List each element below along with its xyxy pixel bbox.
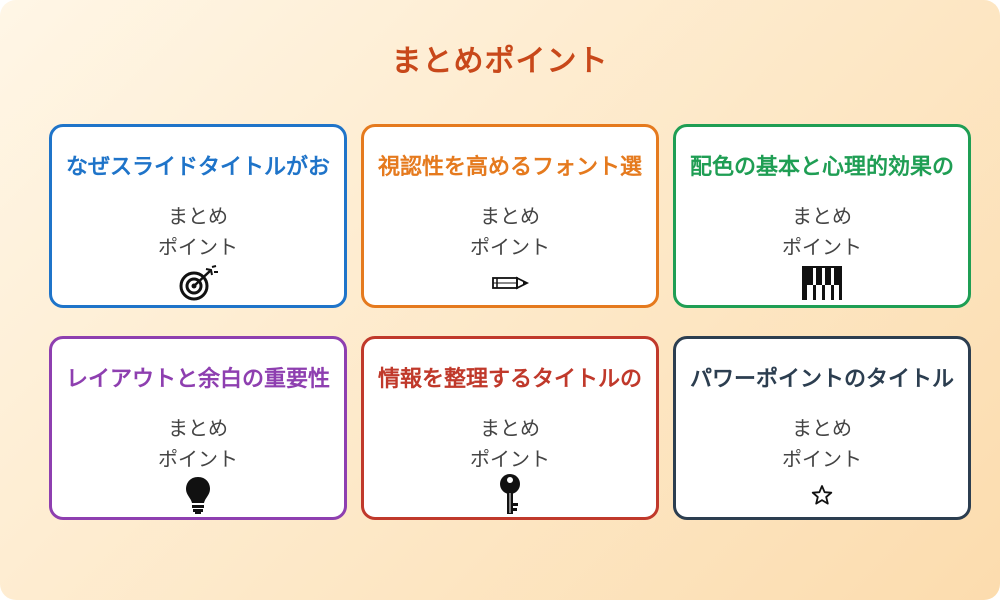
card-body-line: まとめ <box>480 204 540 228</box>
card-heading: パワーポイントのタイトル <box>689 367 954 392</box>
point-card-5[interactable]: 情報を整理するタイトルの まとめ ポイント <box>361 336 659 520</box>
point-card-2[interactable]: 視認性を高めるフォント選 まとめ ポイント <box>361 124 659 308</box>
card-body-line: まとめ <box>168 204 228 228</box>
star-icon <box>676 475 968 515</box>
card-heading: 情報を整理するタイトルの <box>377 367 642 392</box>
card-body-line: ポイント <box>158 235 238 259</box>
card-body-line: ポイント <box>470 447 550 471</box>
card-body-line: まとめ <box>480 416 540 440</box>
card-body-line: まとめ <box>792 416 852 440</box>
slide-title: まとめポイント <box>391 44 609 79</box>
card-heading: 視認性を高めるフォント選 <box>377 155 642 180</box>
card-heading: 配色の基本と心理的効果の <box>689 155 954 180</box>
card-heading: レイアウトと余白の重要性 <box>65 367 330 392</box>
point-card-4[interactable]: レイアウトと余白の重要性 まとめ ポイント <box>49 336 347 520</box>
target-icon <box>52 263 344 303</box>
card-body: まとめ ポイント <box>52 201 344 263</box>
card-body: まとめ ポイント <box>676 201 968 263</box>
piano-icon <box>676 263 968 303</box>
card-body: まとめ ポイント <box>52 413 344 475</box>
card-body-line: まとめ <box>792 204 852 228</box>
card-body-line: ポイント <box>782 235 862 259</box>
card-body-line: ポイント <box>782 447 862 471</box>
card-body-line: ポイント <box>470 235 550 259</box>
key-icon <box>364 474 656 515</box>
card-body: まとめ ポイント <box>364 201 656 263</box>
card-body: まとめ ポイント <box>364 413 656 475</box>
card-body-line: まとめ <box>168 416 228 440</box>
point-card-1[interactable]: なぜスライドタイトルがお まとめ ポイント <box>49 124 347 308</box>
card-body: まとめ ポイント <box>676 413 968 475</box>
lightbulb-icon <box>52 475 344 515</box>
pencil-icon <box>364 263 656 303</box>
card-body-line: ポイント <box>158 447 238 471</box>
point-card-3[interactable]: 配色の基本と心理的効果の まとめ ポイント <box>673 124 971 308</box>
card-heading: なぜスライドタイトルがお <box>65 155 330 180</box>
point-card-6[interactable]: パワーポイントのタイトル まとめ ポイント <box>673 336 971 520</box>
